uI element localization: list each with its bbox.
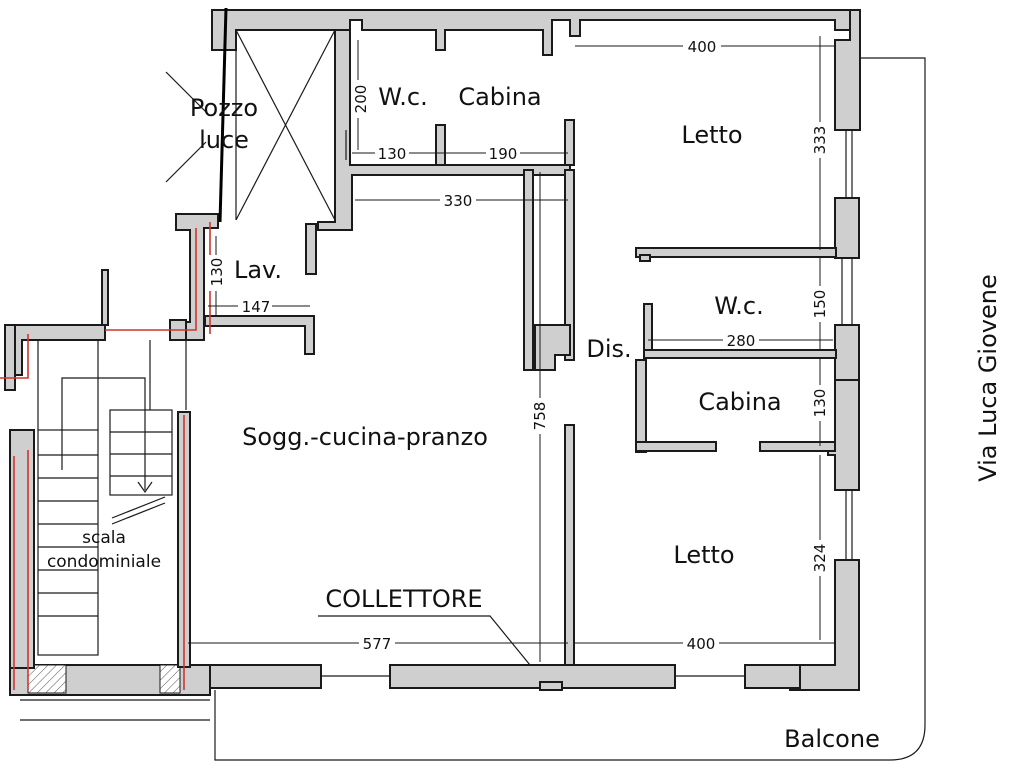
dim-147: 147: [242, 298, 271, 316]
dim-200: 200: [352, 85, 370, 114]
label-soggiorno: Sogg.-cucina-pranzo: [242, 423, 488, 451]
dim-130-lav: 130: [208, 258, 226, 287]
label-collettore: COLLETTORE: [325, 585, 482, 613]
dimension-labels: 400 200 130 190 330 333 130 147 150 280 …: [208, 38, 829, 653]
dim-190: 190: [489, 145, 518, 163]
dim-400-top: 400: [688, 38, 717, 56]
thin-lines: [20, 7, 926, 761]
label-pozzo: Pozzo: [190, 94, 258, 122]
label-wc-top: W.c.: [378, 83, 427, 111]
label-lav: Lav.: [234, 256, 282, 284]
stair-steps: [37, 340, 187, 656]
dim-330: 330: [444, 192, 473, 210]
dim-333: 333: [811, 126, 829, 155]
label-cabina-top: Cabina: [458, 83, 541, 111]
label-balcone: Balcone: [784, 725, 880, 753]
red-lines: [0, 222, 211, 690]
outer-walls: [9, 9, 861, 696]
label-letto-top: Letto: [681, 121, 742, 149]
label-wc-right: W.c.: [714, 292, 763, 320]
dim-130-wc: 130: [378, 145, 407, 163]
label-scala: scala: [82, 528, 126, 548]
dim-758: 758: [531, 402, 549, 431]
dim-130-cab: 130: [811, 389, 829, 418]
dim-400-bottom: 400: [687, 635, 716, 653]
label-street: Via Luca Giovene: [974, 274, 1002, 481]
label-letto-bottom: Letto: [673, 541, 734, 569]
label-dis: Dis.: [586, 335, 631, 363]
dim-150: 150: [811, 290, 829, 319]
dim-324: 324: [811, 544, 829, 573]
label-condominiale: condominiale: [47, 552, 161, 572]
room-labels: Pozzo luce W.c. Cabina Letto Lav. Sogg.-…: [47, 83, 1002, 753]
dim-280: 280: [727, 332, 756, 350]
label-cabina-right: Cabina: [698, 388, 781, 416]
label-luce: luce: [199, 126, 249, 154]
dim-577: 577: [363, 635, 392, 653]
